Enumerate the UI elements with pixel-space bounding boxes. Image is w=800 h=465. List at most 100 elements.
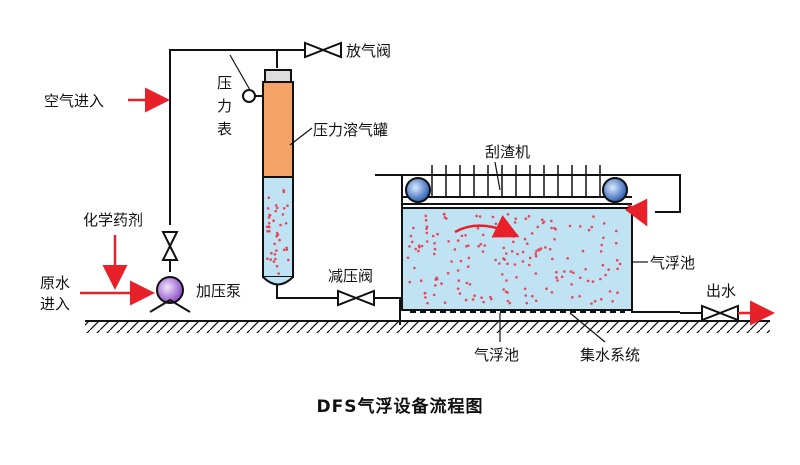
bubble (482, 300, 485, 304)
bubble (553, 238, 556, 241)
bubble (426, 301, 429, 305)
bubble (281, 213, 285, 216)
bubble (466, 265, 470, 269)
label-flotation-tank-right: 气浮池 (650, 254, 695, 272)
bubble (479, 242, 483, 246)
bubble (602, 236, 605, 240)
bubble (530, 232, 534, 235)
bubble (607, 268, 610, 272)
bubble (269, 258, 273, 261)
bubble (548, 247, 552, 251)
bubble (278, 238, 281, 242)
leader-lines (229, 54, 648, 343)
bubble (502, 288, 506, 291)
bubble (286, 204, 289, 207)
bubble (535, 249, 538, 253)
bubble (456, 239, 460, 242)
bubble (443, 213, 446, 216)
bubble (510, 250, 514, 253)
skimmer-roller-right (602, 177, 628, 203)
bubble (494, 222, 498, 226)
bubble (266, 207, 270, 210)
flow-arrow (454, 215, 520, 238)
bubble (436, 232, 439, 236)
bubble (544, 246, 547, 249)
bubble (274, 209, 278, 213)
bubble (268, 229, 271, 233)
bubble (534, 252, 537, 255)
bubble (584, 268, 587, 271)
bubble (475, 214, 478, 218)
bubble (556, 279, 559, 282)
bubble (464, 298, 468, 302)
bubble (521, 250, 525, 254)
bubble (528, 256, 532, 260)
bubble (568, 224, 572, 228)
bubble (551, 257, 554, 261)
diagram-caption: DFS气浮设备流程图 (317, 396, 484, 417)
bubble (490, 297, 493, 301)
bubble (578, 295, 581, 298)
bubble (275, 249, 278, 252)
bubble (523, 237, 527, 241)
bubble (267, 196, 271, 199)
bubble (420, 244, 424, 248)
label-pressure-gauge-3: 表 (217, 120, 232, 138)
outlet-valve (701, 304, 739, 322)
label-pressure-pump: 加压泵 (196, 282, 241, 300)
bubble (460, 234, 464, 238)
bubble (267, 221, 271, 225)
bubble (579, 276, 582, 280)
bubble (419, 279, 423, 283)
label-skimmer: 刮渣机 (485, 143, 530, 161)
bubble (431, 234, 435, 238)
bubble (466, 244, 470, 247)
bubble (516, 252, 519, 256)
bubble (410, 240, 414, 244)
bubble (528, 263, 531, 267)
bubble (502, 257, 505, 260)
bubble (459, 259, 463, 263)
bubble (456, 287, 460, 291)
bubble (272, 219, 275, 222)
bubble (424, 296, 427, 299)
bubble (611, 300, 614, 303)
bubble (481, 233, 485, 237)
bubble (279, 223, 282, 227)
bubble (508, 301, 512, 305)
bubble (457, 279, 461, 282)
bubble (555, 276, 558, 279)
label-pressure-gauge-2: 力 (217, 97, 232, 115)
bubble (473, 294, 476, 298)
bubble (505, 252, 508, 255)
bubble (417, 249, 420, 253)
bubble (601, 263, 605, 267)
label-flotation-tank-bottom: 气浮池 (474, 346, 519, 364)
bubble (494, 258, 497, 262)
label-reducing-valve: 减压阀 (328, 267, 373, 285)
bubble (425, 231, 429, 235)
bubble (275, 264, 279, 268)
bubble (604, 273, 607, 277)
bubble (593, 299, 597, 303)
bubble (599, 250, 603, 253)
bubble (618, 262, 622, 266)
bubble (563, 270, 566, 273)
bubble (468, 283, 472, 286)
bubble (506, 299, 510, 303)
bubble (273, 242, 276, 246)
skimmed-arrow (624, 198, 648, 227)
bubble (491, 215, 495, 219)
bubble (616, 267, 619, 271)
bubble (531, 294, 534, 298)
bubble (433, 252, 436, 256)
bubble (481, 250, 485, 253)
bubble (608, 290, 612, 293)
bubble (265, 225, 269, 229)
bubble (456, 269, 460, 272)
bubble (581, 249, 585, 253)
bubble (513, 263, 517, 266)
skimmer-roller-left (405, 177, 431, 203)
bubble (425, 227, 428, 230)
vent-valve (304, 41, 342, 59)
